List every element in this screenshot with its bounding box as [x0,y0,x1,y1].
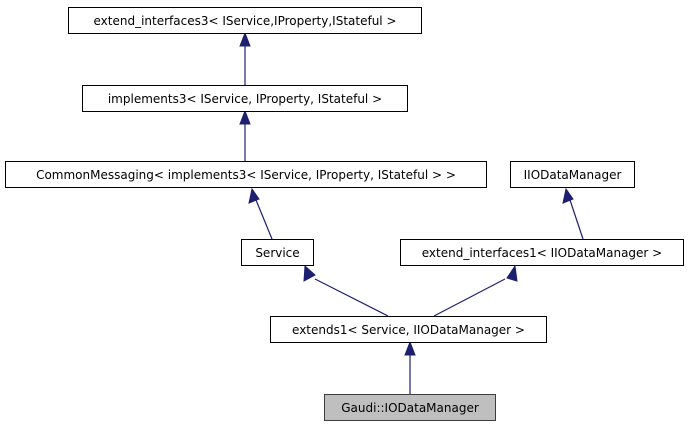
edge-implements3-to-extend-interfaces3 [239,31,251,85]
node-common-messaging[interactable]: CommonMessaging< implements3< IService, … [5,161,487,188]
node-label: extends1< Service, IIODataManager > [292,322,525,337]
node-label: Service [255,245,300,260]
edge-service-to-commonmessaging [248,187,273,240]
node-service[interactable]: Service [241,239,314,266]
node-extend-interfaces1[interactable]: extend_interfaces1< IIODataManager > [400,239,684,266]
edge-extends1-to-service [303,264,389,317]
node-label: IIODataManager [523,167,622,182]
node-gaudi-iodatamanager[interactable]: Gaudi::IODataManager [324,394,496,421]
edge-extends1-to-extendinterfaces1 [433,264,518,317]
node-extends1[interactable]: extends1< Service, IIODataManager > [270,316,547,343]
node-label: extend_interfaces1< IIODataManager > [421,245,663,260]
node-iiodatamanager[interactable]: IIODataManager [510,161,635,188]
edge-commonmessaging-to-implements3 [239,109,251,161]
edge-extendinterfaces1-to-iiodatamanager [562,187,584,240]
node-extend-interfaces3[interactable]: extend_interfaces3< IService,IProperty,I… [68,7,422,34]
edge-gaudiiodatamanager-to-extends1 [404,340,416,394]
node-label: CommonMessaging< implements3< IService, … [36,167,456,182]
node-label: extend_interfaces3< IService,IProperty,I… [93,13,397,28]
node-implements3[interactable]: implements3< IService, IProperty, IState… [82,85,408,112]
node-label: implements3< IService, IProperty, IState… [107,91,383,106]
node-label: Gaudi::IODataManager [341,400,479,415]
